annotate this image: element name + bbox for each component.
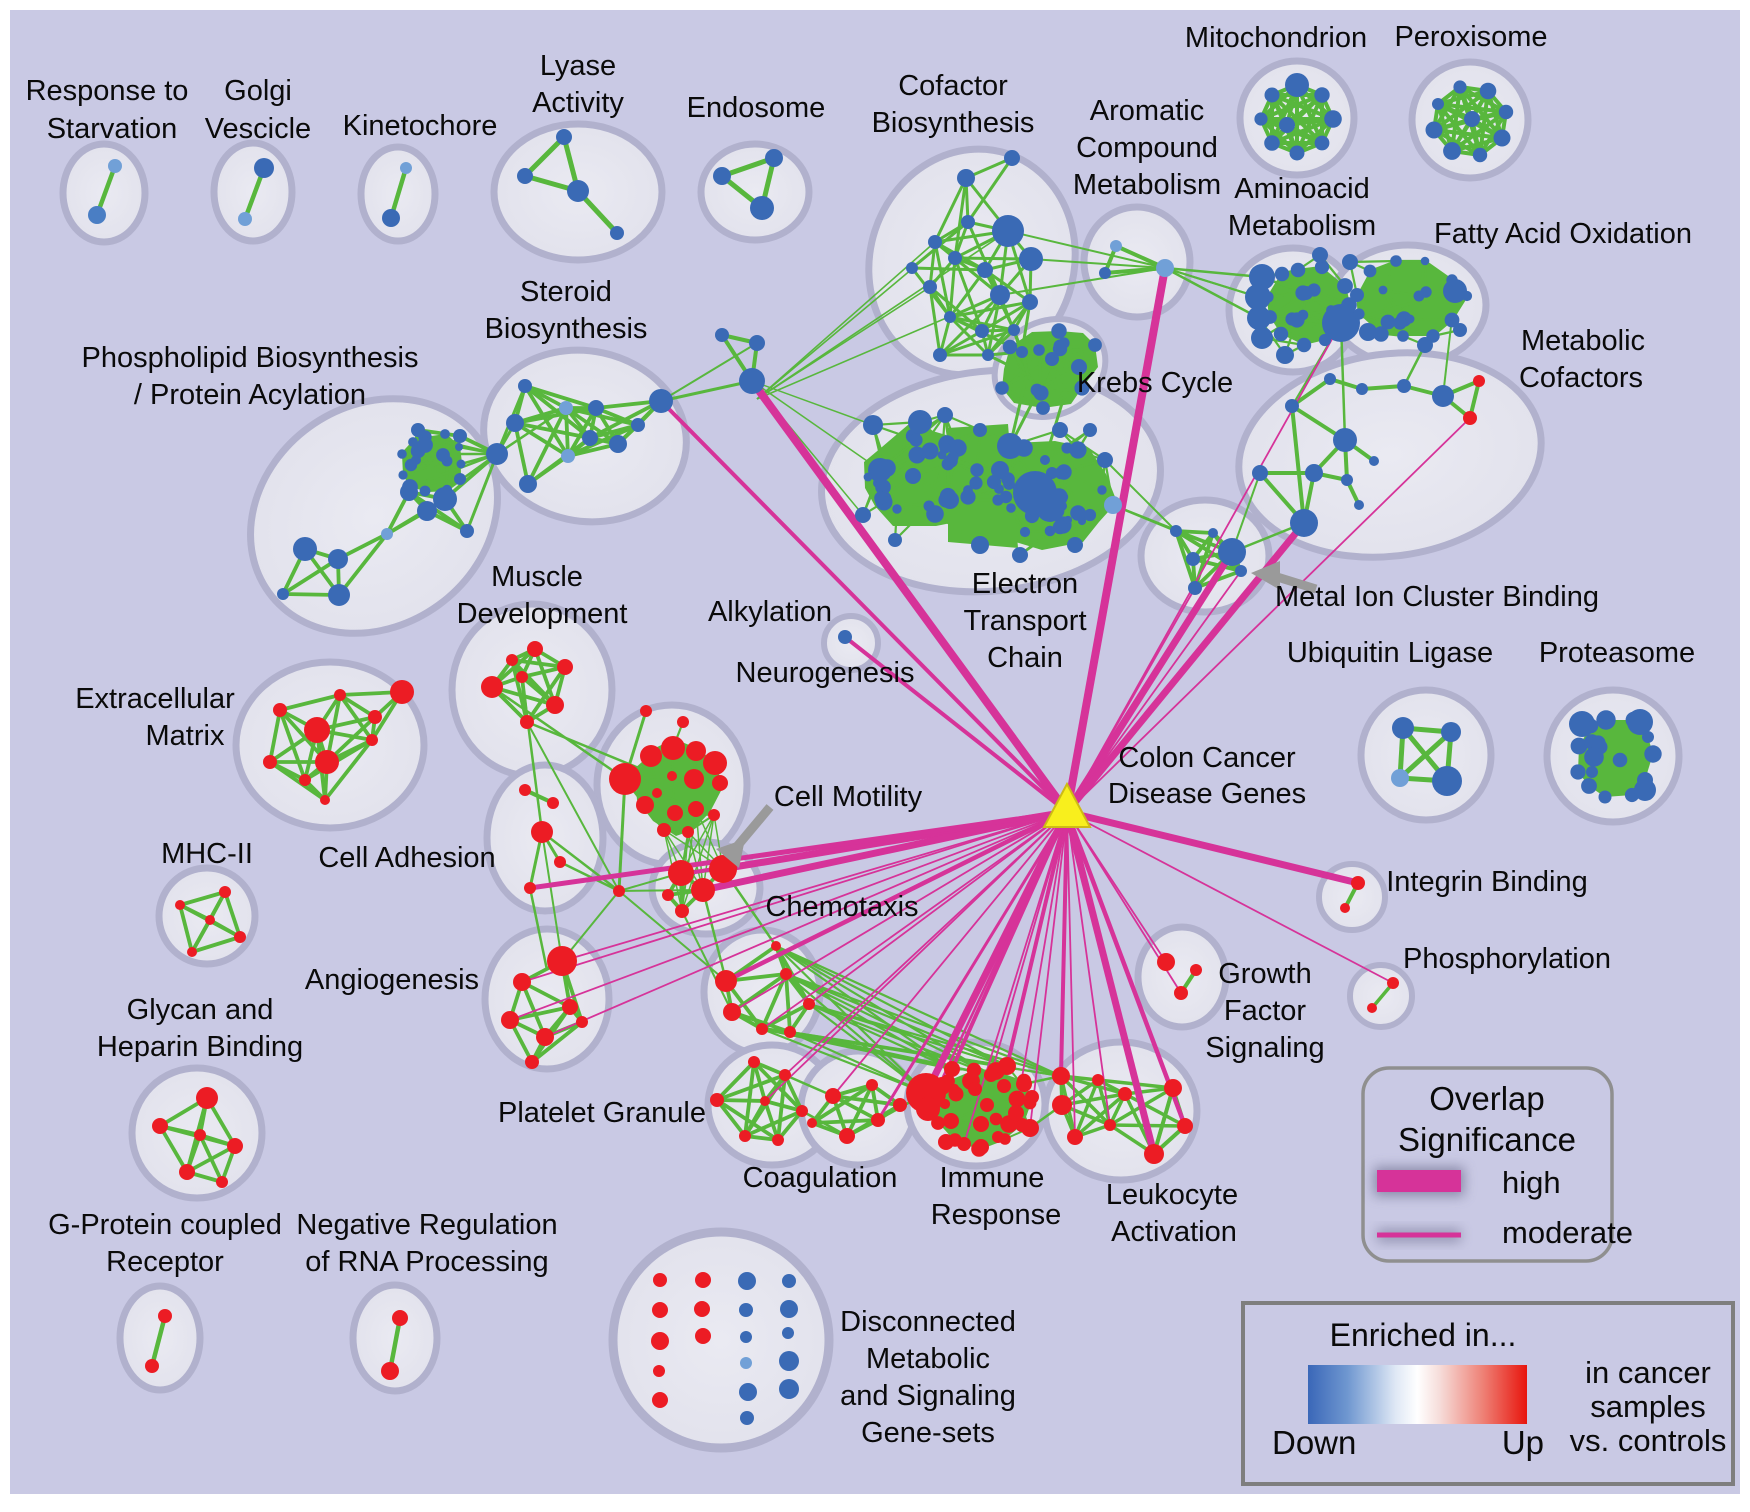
svg-text:Starvation: Starvation bbox=[47, 113, 178, 145]
svg-text:Angiogenesis: Angiogenesis bbox=[305, 964, 479, 996]
svg-text:Metabolic: Metabolic bbox=[1521, 325, 1645, 357]
svg-text:Heparin Binding: Heparin Binding bbox=[97, 1031, 303, 1063]
svg-text:of RNA Processing: of RNA Processing bbox=[305, 1246, 548, 1278]
svg-text:Phospholipid Biosynthesis: Phospholipid Biosynthesis bbox=[82, 342, 419, 374]
svg-text:Aromatic: Aromatic bbox=[1090, 95, 1204, 127]
svg-text:Activation: Activation bbox=[1111, 1216, 1237, 1248]
svg-text:in cancer: in cancer bbox=[1585, 1355, 1711, 1390]
svg-text:Mitochondrion: Mitochondrion bbox=[1185, 22, 1367, 54]
svg-text:Enriched in...: Enriched in... bbox=[1330, 1317, 1517, 1353]
svg-text:high: high bbox=[1502, 1165, 1561, 1200]
svg-text:Cell Motility: Cell Motility bbox=[774, 781, 923, 813]
svg-text:Immune: Immune bbox=[940, 1162, 1045, 1194]
svg-text:Transport: Transport bbox=[963, 605, 1086, 637]
svg-text:Metabolic: Metabolic bbox=[866, 1343, 990, 1375]
svg-text:Down: Down bbox=[1272, 1424, 1356, 1461]
svg-text:G-Protein coupled: G-Protein coupled bbox=[48, 1209, 282, 1241]
svg-text:Krebs Cycle: Krebs Cycle bbox=[1077, 367, 1233, 399]
svg-text:Endosome: Endosome bbox=[687, 92, 826, 124]
svg-text:Cofactors: Cofactors bbox=[1519, 362, 1643, 394]
svg-text:Growth: Growth bbox=[1218, 958, 1311, 990]
svg-text:Neurogenesis: Neurogenesis bbox=[736, 657, 915, 689]
svg-text:vs. controls: vs. controls bbox=[1570, 1423, 1727, 1458]
svg-text:Significance: Significance bbox=[1398, 1121, 1576, 1158]
svg-text:/ Protein Acylation: / Protein Acylation bbox=[134, 379, 366, 411]
svg-text:Compound: Compound bbox=[1076, 132, 1218, 164]
svg-text:Extracellular: Extracellular bbox=[75, 683, 235, 715]
svg-text:Signaling: Signaling bbox=[1205, 1032, 1324, 1064]
svg-text:Metal Ion Cluster Binding: Metal Ion Cluster Binding bbox=[1275, 581, 1599, 613]
svg-text:Receptor: Receptor bbox=[106, 1246, 224, 1278]
svg-text:Negative Regulation: Negative Regulation bbox=[296, 1209, 557, 1241]
svg-text:MHC-II: MHC-II bbox=[161, 838, 253, 870]
svg-text:Coagulation: Coagulation bbox=[743, 1162, 898, 1194]
svg-text:Electron: Electron bbox=[972, 568, 1078, 600]
svg-text:Vescicle: Vescicle bbox=[205, 113, 311, 145]
svg-text:Fatty Acid Oxidation: Fatty Acid Oxidation bbox=[1434, 218, 1692, 250]
svg-text:Response to: Response to bbox=[26, 75, 189, 107]
svg-text:samples: samples bbox=[1590, 1389, 1705, 1424]
svg-text:Factor: Factor bbox=[1224, 995, 1307, 1027]
svg-text:Cofactor: Cofactor bbox=[898, 70, 1008, 102]
svg-text:Activity: Activity bbox=[532, 87, 624, 119]
svg-text:Biosynthesis: Biosynthesis bbox=[485, 313, 648, 345]
svg-text:Disconnected: Disconnected bbox=[840, 1306, 1016, 1338]
svg-text:Aminoacid: Aminoacid bbox=[1234, 173, 1369, 205]
svg-text:Colon Cancer: Colon Cancer bbox=[1118, 742, 1296, 774]
svg-text:Up: Up bbox=[1502, 1424, 1544, 1461]
svg-text:Cell Adhesion: Cell Adhesion bbox=[318, 842, 495, 874]
svg-text:Muscle: Muscle bbox=[491, 561, 583, 593]
svg-text:Lyase: Lyase bbox=[540, 50, 616, 82]
svg-text:Proteasome: Proteasome bbox=[1539, 637, 1695, 669]
svg-text:Metabolism: Metabolism bbox=[1073, 169, 1221, 201]
svg-text:moderate: moderate bbox=[1502, 1215, 1633, 1250]
svg-text:Disease Genes: Disease Genes bbox=[1108, 778, 1306, 810]
svg-text:Alkylation: Alkylation bbox=[708, 596, 832, 628]
svg-text:Glycan and: Glycan and bbox=[127, 994, 274, 1026]
svg-text:Golgi: Golgi bbox=[224, 75, 292, 107]
svg-text:Ubiquitin Ligase: Ubiquitin Ligase bbox=[1287, 637, 1493, 669]
svg-text:Chain: Chain bbox=[987, 642, 1063, 674]
svg-text:Matrix: Matrix bbox=[146, 720, 225, 752]
svg-text:Overlap: Overlap bbox=[1429, 1080, 1545, 1117]
svg-text:Leukocyte: Leukocyte bbox=[1106, 1179, 1238, 1211]
svg-text:Response: Response bbox=[931, 1199, 1062, 1231]
svg-text:and Signaling: and Signaling bbox=[840, 1380, 1016, 1412]
svg-text:Kinetochore: Kinetochore bbox=[343, 110, 498, 142]
svg-text:Peroxisome: Peroxisome bbox=[1394, 21, 1547, 53]
svg-text:Gene-sets: Gene-sets bbox=[861, 1417, 995, 1449]
svg-text:Steroid: Steroid bbox=[520, 276, 612, 308]
svg-text:Biosynthesis: Biosynthesis bbox=[872, 107, 1035, 139]
svg-text:Chemotaxis: Chemotaxis bbox=[765, 891, 918, 923]
svg-text:Integrin Binding: Integrin Binding bbox=[1386, 866, 1588, 898]
svg-text:Development: Development bbox=[457, 598, 628, 630]
svg-text:Phosphorylation: Phosphorylation bbox=[1403, 943, 1611, 975]
svg-text:Platelet Granule: Platelet Granule bbox=[498, 1097, 706, 1129]
svg-text:Metabolism: Metabolism bbox=[1228, 210, 1376, 242]
